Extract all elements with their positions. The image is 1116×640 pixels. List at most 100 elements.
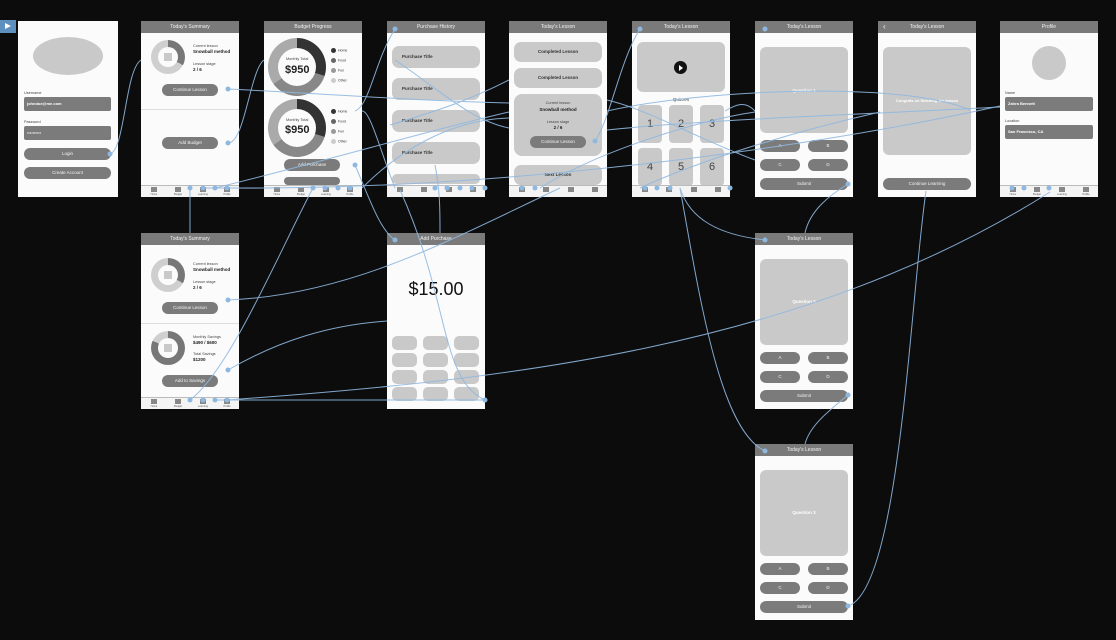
answer-a-button[interactable]: A — [760, 563, 800, 575]
profile-screen: Profile Name Zahra Bennett Location San … — [1000, 21, 1098, 197]
home-tab-icon[interactable] — [397, 187, 403, 192]
header-title: Today's Lesson — [909, 24, 945, 30]
keypad-key[interactable] — [454, 370, 479, 384]
link-node — [225, 297, 231, 303]
legend-fun: Fun — [331, 68, 344, 73]
play-icon[interactable] — [674, 61, 687, 74]
answer-d-button[interactable]: D — [808, 371, 848, 383]
budget-tab-icon[interactable] — [298, 187, 304, 192]
link-video-cross — [639, 111, 881, 189]
link-history-addpurchase — [434, 164, 441, 234]
link-node — [200, 397, 206, 403]
keypad-key[interactable] — [454, 336, 479, 350]
keypad-key[interactable] — [454, 387, 479, 401]
answer-c-button[interactable]: C — [760, 159, 800, 171]
home-tab-icon[interactable] — [151, 399, 157, 404]
tab-label: Home — [273, 193, 281, 196]
continue-learning-button[interactable]: Continue Learning — [883, 178, 971, 190]
current-lesson-label: Current lesson — [545, 101, 571, 105]
purchase-item[interactable]: Purchase Title — [392, 46, 480, 68]
link-node — [469, 185, 475, 191]
avatar — [1032, 46, 1066, 80]
answer-d-button[interactable]: D — [808, 582, 848, 594]
quiz-5-button[interactable]: 5 — [669, 148, 693, 186]
keypad-key[interactable] — [392, 387, 417, 401]
stage-label: Lesson stage — [193, 62, 216, 66]
add-budget-button[interactable]: Add Budget — [162, 137, 218, 149]
link-q3-congrats — [847, 190, 927, 607]
submit-button[interactable]: Submit — [760, 390, 848, 402]
continue-lesson-button[interactable]: Continue Lesson — [162, 302, 218, 314]
quiz-3-button[interactable]: 3 — [700, 105, 724, 143]
legend-other: Other — [331, 139, 347, 144]
lesson-header: Today's Lesson — [755, 444, 853, 456]
legend-food: Food — [331, 58, 346, 63]
profile-tab-icon[interactable] — [1083, 187, 1089, 192]
stage-value: 2 / 6 — [193, 285, 202, 290]
answer-c-button[interactable]: C — [760, 582, 800, 594]
answer-a-button[interactable]: A — [760, 352, 800, 364]
budget-tab-icon[interactable] — [175, 187, 181, 192]
home-tab-icon[interactable] — [274, 187, 280, 192]
tab-label: Home — [1009, 193, 1017, 196]
login-button[interactable]: Login — [24, 148, 111, 160]
keypad-key[interactable] — [423, 336, 448, 350]
play-flag-icon[interactable] — [0, 20, 16, 33]
purchase-item[interactable] — [392, 174, 480, 184]
link-addpurchase-back — [399, 189, 486, 401]
stage-value: 2 / 6 — [193, 67, 202, 72]
create-account-button[interactable]: Create Account — [24, 167, 111, 179]
budget-tab-icon[interactable] — [543, 187, 549, 192]
stage-label: Lesson stage — [193, 280, 216, 284]
keypad-key[interactable] — [392, 370, 417, 384]
partial-button[interactable] — [284, 177, 340, 185]
username-field[interactable]: johndoe@me.com — [24, 97, 111, 111]
link-node — [225, 367, 231, 373]
back-icon[interactable]: ‹ — [883, 22, 886, 31]
location-field[interactable]: San Francisco, CA — [1005, 125, 1093, 139]
learning-tab-icon[interactable] — [568, 187, 574, 192]
lesson-header: Today's Lesson — [509, 21, 607, 33]
password-field[interactable]: •••••••••• — [24, 126, 111, 140]
answer-d-button[interactable]: D — [808, 159, 848, 171]
learning-tab-icon[interactable] — [1059, 187, 1065, 192]
add-purchase-button[interactable]: Add Purchase — [284, 159, 340, 171]
profile-tab-icon[interactable] — [592, 187, 598, 192]
budget-tab-icon[interactable] — [175, 399, 181, 404]
home-tab-icon[interactable] — [151, 187, 157, 192]
login-screen: Username johndoe@me.com Password •••••••… — [18, 21, 118, 197]
budget-tab-icon[interactable] — [421, 187, 427, 192]
name-field[interactable]: Zahra Bennett — [1005, 97, 1093, 111]
continue-lesson-button[interactable]: Continue Lesson — [530, 136, 586, 148]
keypad-key[interactable] — [423, 387, 448, 401]
lesson-list-screen: Today's Lesson Completed Lesson Complete… — [509, 21, 607, 197]
lesson-header: Today's Lesson — [632, 21, 730, 33]
link-node — [187, 397, 193, 403]
budget-tab-icon[interactable] — [1034, 187, 1040, 192]
link-node — [762, 448, 768, 454]
total-savings: $1200 — [193, 357, 206, 362]
answer-b-button[interactable]: B — [808, 352, 848, 364]
continue-lesson-button[interactable]: Continue Lesson — [162, 84, 218, 96]
link-video-q3 — [679, 187, 766, 452]
link-video-q1 — [724, 104, 756, 112]
add-to-savings-button[interactable]: Add to Savings — [162, 375, 218, 387]
keypad-key[interactable] — [392, 353, 417, 367]
completed-lesson-item[interactable]: Completed Lesson — [514, 42, 602, 62]
completed-lesson-item[interactable]: Completed Lesson — [514, 68, 602, 88]
submit-button[interactable]: Submit — [760, 178, 848, 190]
answer-b-button[interactable]: B — [808, 563, 848, 575]
keypad-key[interactable] — [454, 353, 479, 367]
divider — [141, 109, 239, 110]
answer-c-button[interactable]: C — [760, 371, 800, 383]
answer-b-button[interactable]: B — [808, 140, 848, 152]
submit-button[interactable]: Submit — [760, 601, 848, 613]
current-lesson-label: Current lesson — [193, 262, 218, 266]
profile-tab-icon[interactable] — [715, 187, 721, 192]
keypad-key[interactable] — [423, 353, 448, 367]
learning-tab-icon[interactable] — [691, 187, 697, 192]
question-card — [760, 47, 848, 133]
next-lesson-item[interactable]: Next Lesson — [514, 165, 602, 185]
keypad-key[interactable] — [392, 336, 417, 350]
profile-header: Profile — [1000, 21, 1098, 33]
